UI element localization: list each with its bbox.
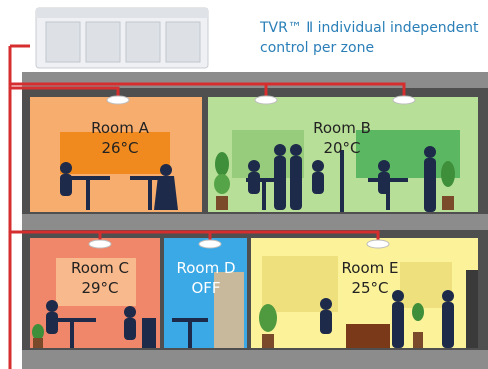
room-a-board [60,132,170,174]
room-b-name: Room B [313,119,371,137]
room-c-name: Room C [71,259,129,277]
room-c-board [56,258,136,306]
silhouettes [46,144,454,348]
indoor-unit-room-c [88,239,112,249]
outdoor-unit [35,7,209,69]
room-d-name: Room D [176,259,236,277]
indoor-units [88,95,416,249]
wiring [8,44,406,369]
indoor-unit-room-a [106,95,130,105]
room-d-door [214,272,244,348]
plants [32,152,455,348]
room-e-name: Room E [341,259,399,277]
room-e-panel-right [400,262,452,308]
room-e-door [466,270,478,348]
room-d-status: OFF [191,279,221,297]
indoor-unit-room-b-1 [254,95,278,105]
room-a-name: Room A [91,119,149,137]
indoor-unit-room-d [198,239,222,249]
indoor-unit-room-e [366,239,390,249]
room-c-label: Room C 29°C [60,258,140,298]
room-a-temperature: 26°C [101,139,139,157]
room-c-temperature: 29°C [81,279,119,297]
room-e-label: Room E 25°C [330,258,410,298]
room-a-label: Room A 26°C [80,118,160,158]
ground-slab [22,350,488,369]
zone-control-caption: TVR™ Ⅱ individual independent control pe… [260,20,479,56]
room-b-label: Room B 20°C [302,118,382,158]
indoor-unit-room-b-2 [392,95,416,105]
roof-slab [22,72,488,88]
room-d-label: Room D OFF [170,258,242,298]
floor-slab [22,214,488,230]
room-e-temperature: 25°C [351,279,389,297]
room-b-temperature: 20°C [323,139,361,157]
